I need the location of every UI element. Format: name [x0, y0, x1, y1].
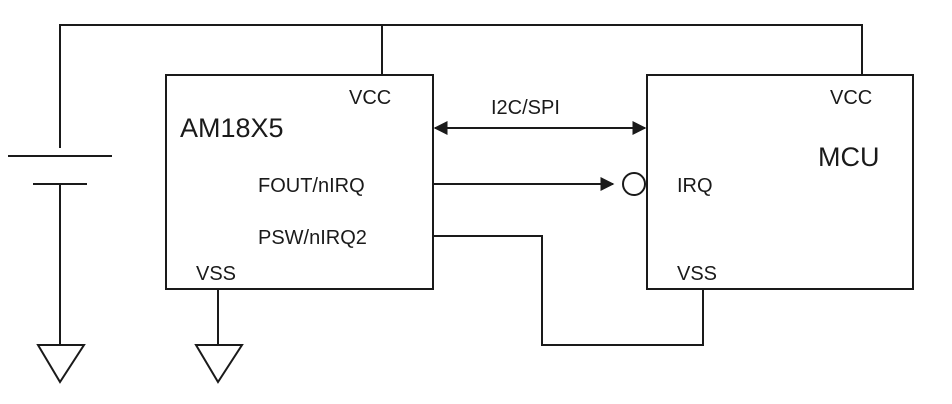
mcu-vss-label: VSS	[677, 263, 717, 285]
chip-name-label: AM18X5	[180, 113, 284, 143]
mcu-irq-pin-label: IRQ	[677, 175, 713, 197]
inversion-bubble-icon	[622, 172, 646, 196]
am18x5-chip-box	[165, 74, 434, 290]
battery-icon	[8, 155, 112, 185]
bus-label: I2C/SPI	[491, 97, 560, 119]
power-rail-wire	[59, 24, 863, 148]
chip-fout-pin-label: FOUT/nIRQ	[258, 175, 365, 197]
mcu-vcc-label: VCC	[830, 87, 872, 109]
chip-vss-label: VSS	[196, 263, 236, 285]
ground-icon-chip	[194, 344, 244, 384]
chip-psw-pin-label: PSW/nIRQ2	[258, 227, 367, 249]
ground-icon-battery	[36, 344, 86, 384]
chip-vcc-label: VCC	[349, 87, 391, 109]
mcu-name-label: MCU	[818, 142, 880, 172]
mcu-box	[646, 74, 914, 290]
psw-signal-wire	[433, 235, 704, 346]
